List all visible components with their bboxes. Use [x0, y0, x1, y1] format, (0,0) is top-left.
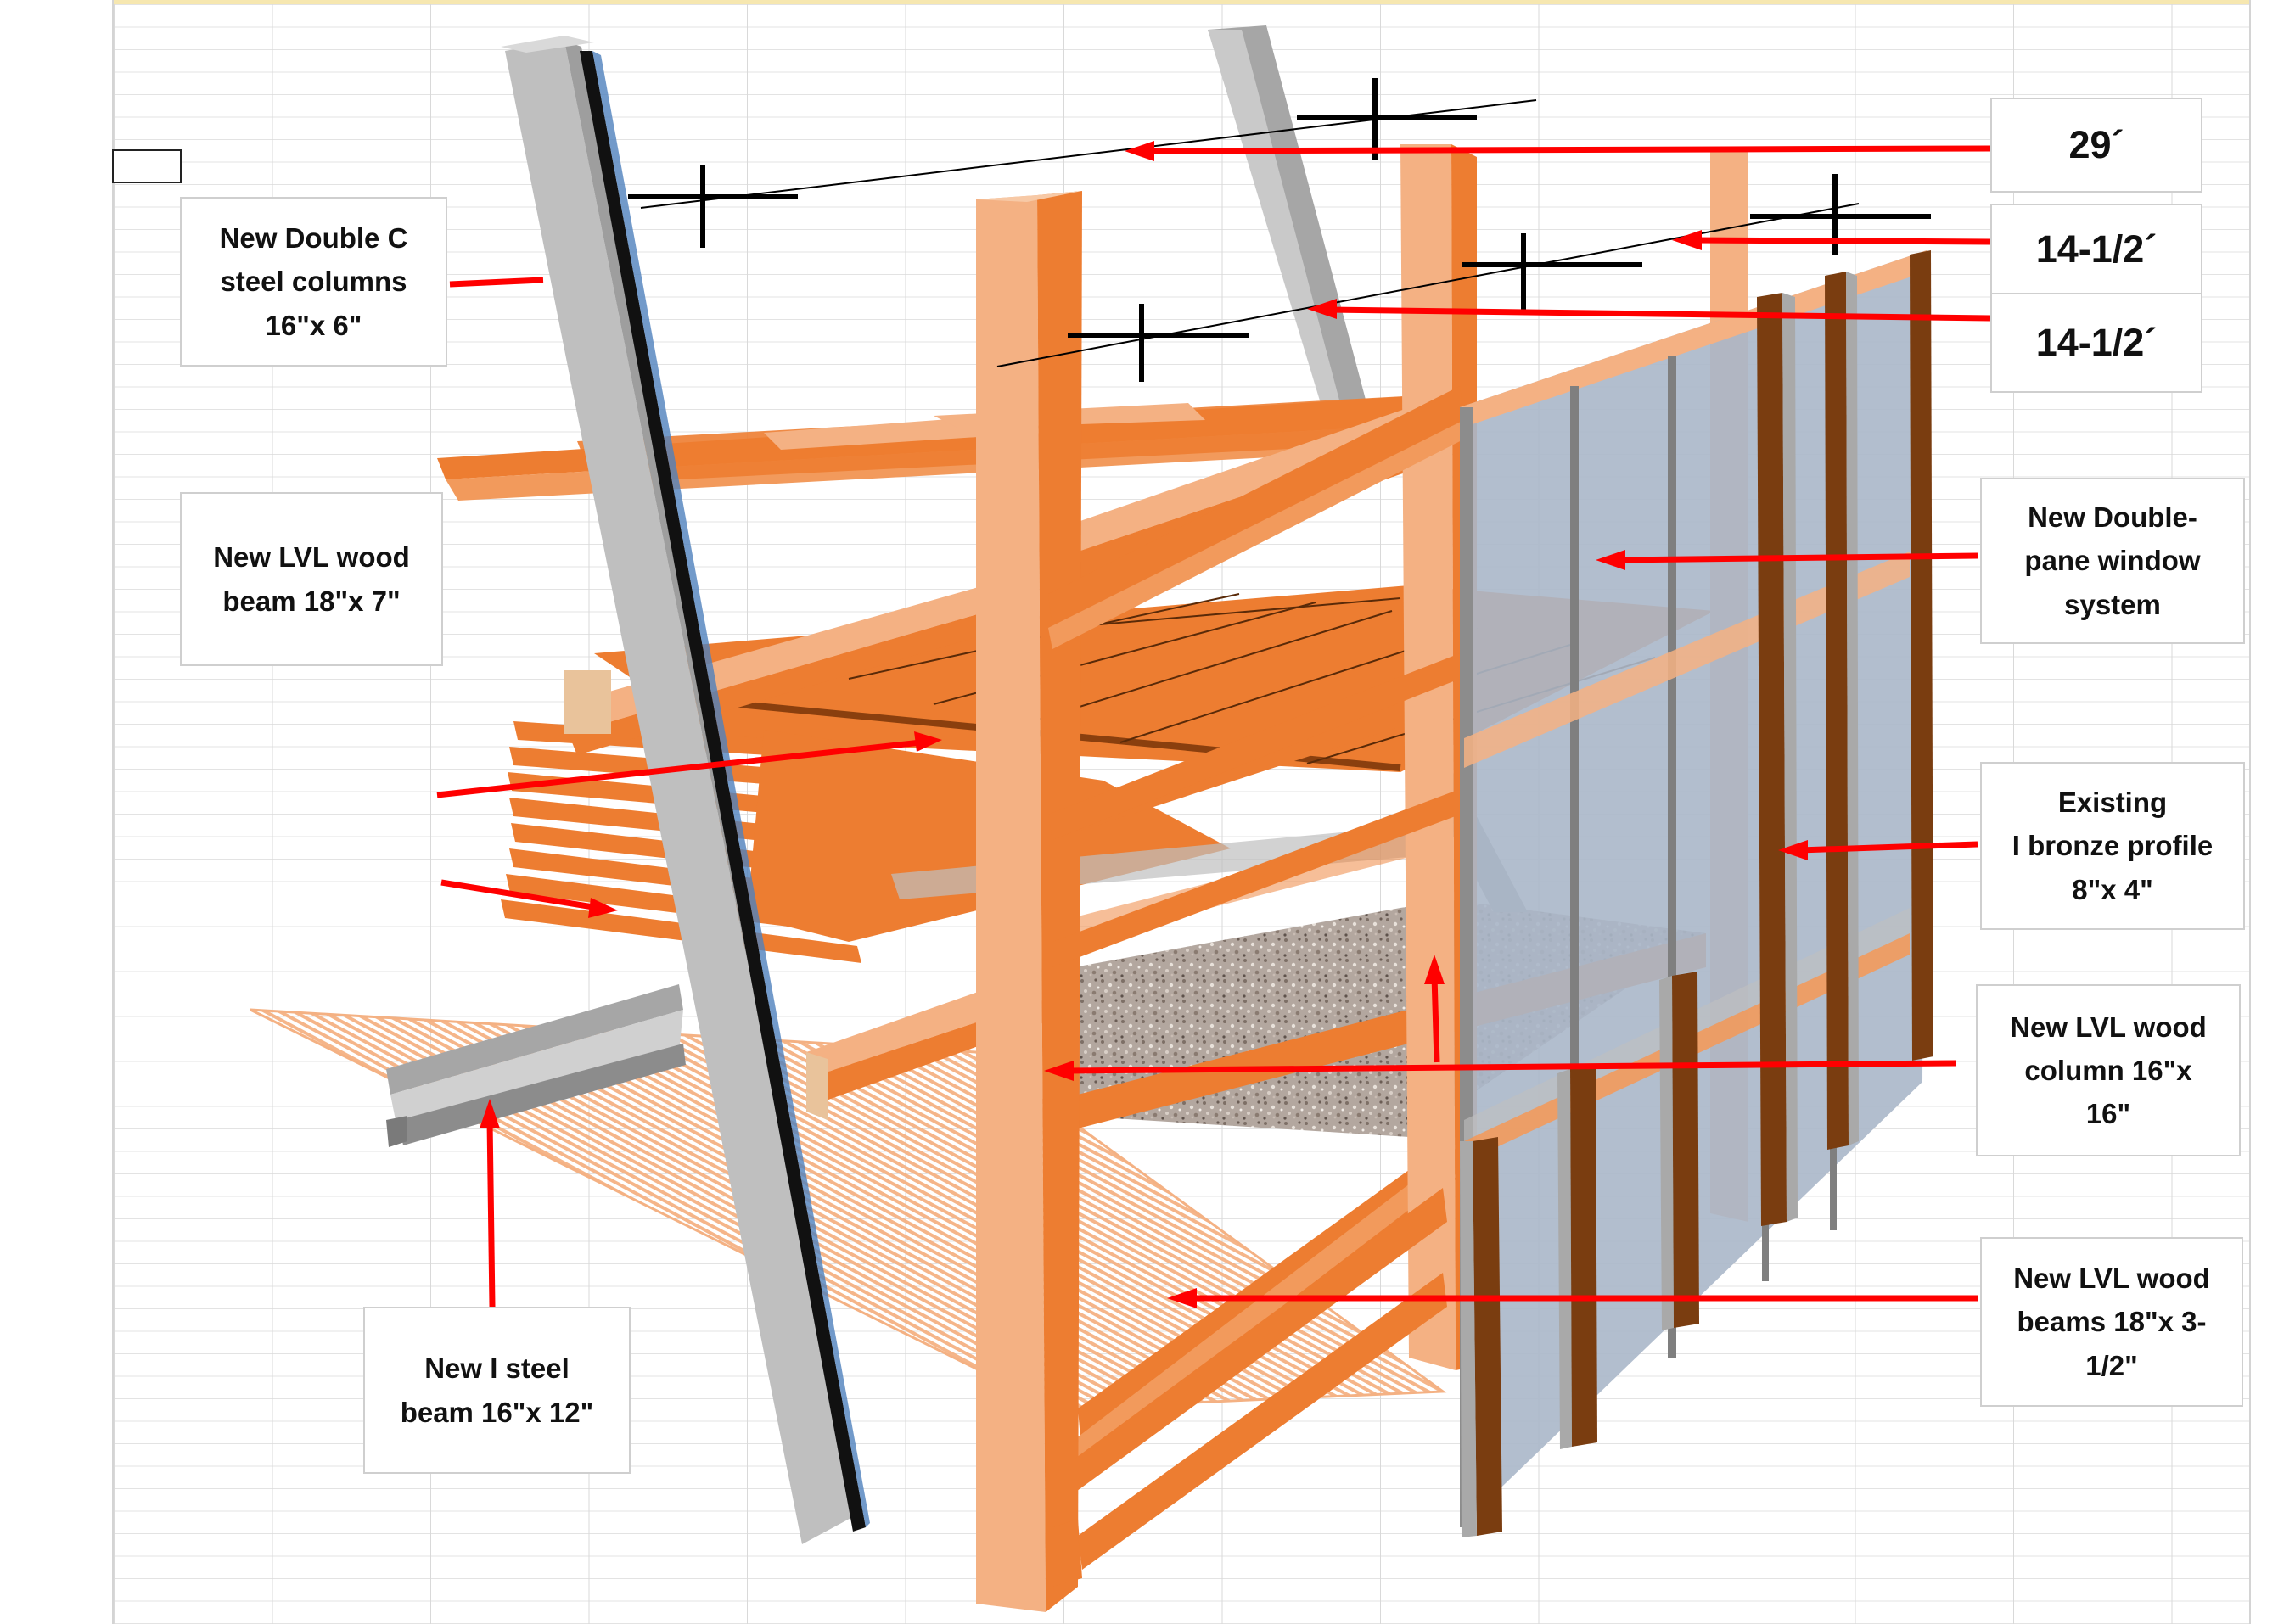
label-double-c-steel-columns: New Double C steel columns 16"x 6" — [180, 197, 447, 367]
label-i-steel-beam: New I steel beam 16"x 12" — [363, 1307, 631, 1474]
label-bronze-profile: Existing I bronze profile 8"x 4" — [1980, 762, 2245, 930]
right-margin-column — [2249, 0, 2295, 1624]
front-steel-column — [501, 36, 870, 1544]
bronze-profiles — [1460, 250, 1933, 1537]
dimension-total-height: 29´ — [1990, 98, 2202, 193]
dimension-upper-height: 14-1/2´ — [1990, 204, 2202, 295]
dimension-markers — [628, 78, 1931, 382]
leader-arrows — [436, 141, 1991, 1308]
front-lvl-column — [976, 191, 1082, 1612]
row-header-column — [0, 0, 114, 1624]
selected-cell[interactable] — [112, 149, 182, 183]
label-double-pane-window: New Double- pane window system — [1980, 478, 2245, 644]
label-lvl-wood-column: New LVL wood column 16"x 16" — [1976, 984, 2241, 1156]
i-steel-beam — [386, 984, 686, 1147]
dimension-lower-height: 14-1/2´ — [1990, 293, 2202, 393]
crossing-beams — [1048, 386, 1468, 1587]
sheet-top-border — [0, 0, 2295, 4]
label-lvl-wood-beam-top: New LVL wood beam 18"x 7" — [180, 492, 443, 666]
label-lvl-wood-beams-bottom: New LVL wood beams 18"x 3- 1/2" — [1980, 1237, 2243, 1407]
